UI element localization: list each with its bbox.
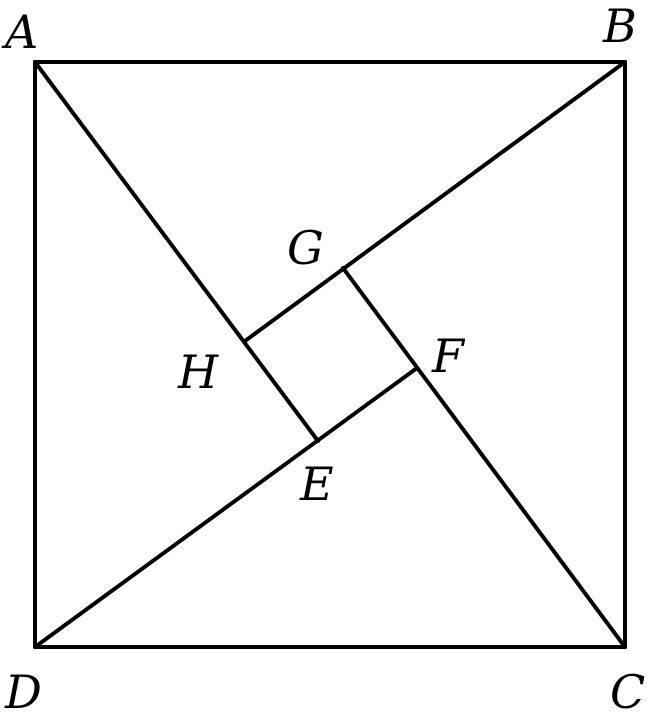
label-b: B — [602, 0, 637, 53]
label-c: C — [610, 665, 645, 714]
segment-b-h — [243, 60, 627, 343]
label-a: A — [1, 5, 38, 59]
segment-c-g — [341, 266, 627, 649]
label-h: H — [177, 345, 219, 399]
label-e: E — [299, 457, 334, 511]
segment-a-e — [33, 60, 320, 443]
segment-d-f — [33, 366, 419, 649]
label-g: G — [287, 221, 324, 275]
label-f: F — [431, 329, 466, 383]
label-d: D — [4, 665, 42, 714]
